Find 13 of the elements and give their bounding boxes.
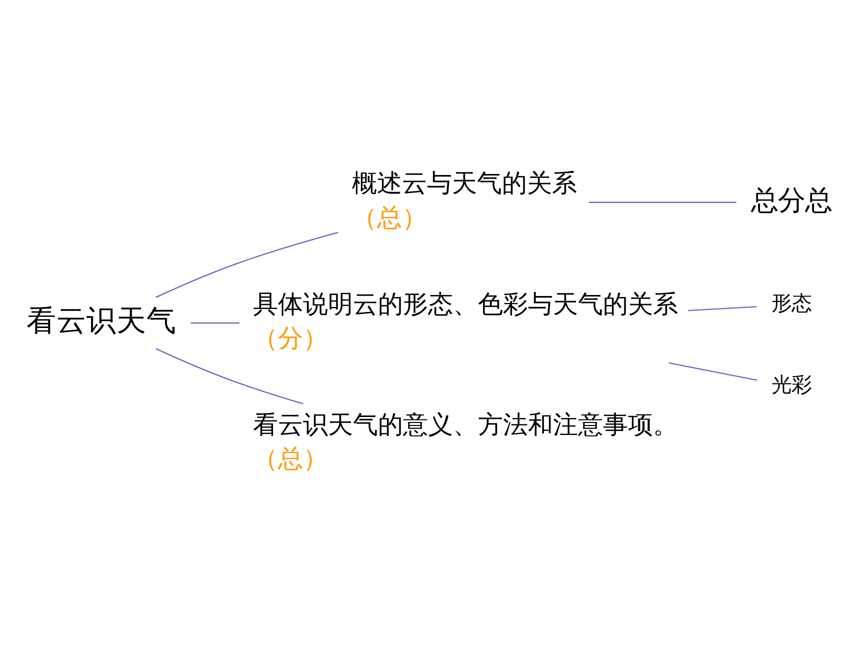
connector [156, 231, 338, 298]
connector [156, 348, 304, 404]
node-text: 形态 [771, 290, 812, 314]
connector [190, 322, 240, 324]
node-text: 总分总 [750, 184, 832, 216]
connector [668, 362, 758, 380]
node-text: 看云识天气 [26, 303, 177, 338]
node-text: 光彩 [771, 372, 812, 396]
node-text: 具体说明云的形态、色彩与天气的关系 （分） [253, 288, 678, 352]
node-text: 看云识天气的意义、方法和注意事项。 （总） [253, 409, 678, 473]
node-text: 概述云与天气的关系 （总） [352, 168, 578, 232]
connector [588, 201, 736, 202]
connector [688, 306, 757, 311]
